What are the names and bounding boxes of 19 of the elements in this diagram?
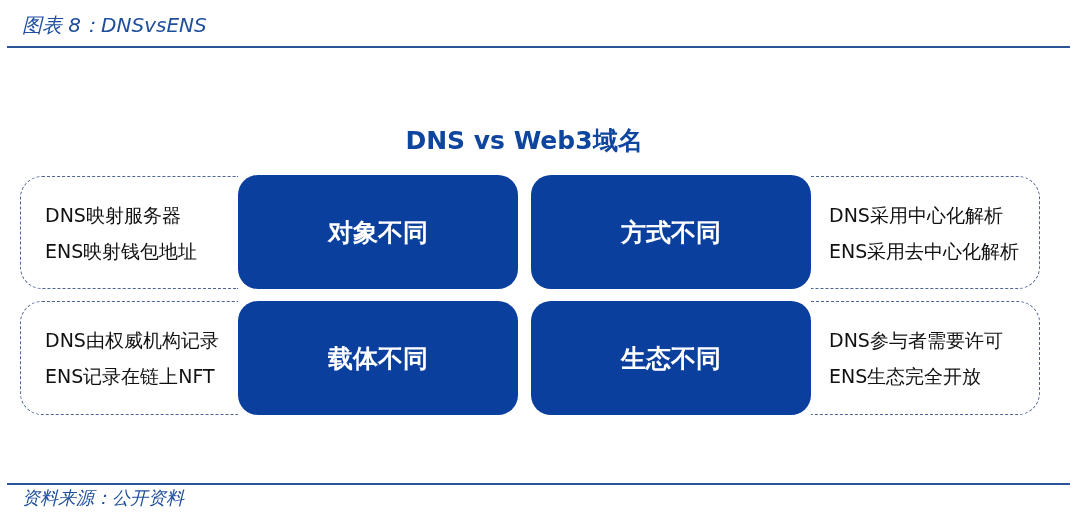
description-text: DNS映射服务器 <box>45 202 181 228</box>
description-text: DNS参与者需要许可 <box>829 328 1003 353</box>
category-box: 对象不同 <box>238 175 518 289</box>
chart-heading: DNS vs Web3域名 <box>405 125 643 157</box>
dashed-panel <box>811 176 1040 289</box>
category-box: 载体不同 <box>238 301 518 415</box>
description-text: ENS记录在链上NFT <box>45 364 215 389</box>
dashed-panel <box>811 301 1040 415</box>
figure-title: 图表 8：DNSvsENS <box>22 12 207 38</box>
source-note: 资料来源：公开资料 <box>22 487 184 509</box>
dashed-panel <box>20 176 238 289</box>
description-text: DNS由权威机构记录 <box>45 328 219 353</box>
category-box: 方式不同 <box>531 175 811 289</box>
description-text: DNS采用中心化解析 <box>829 202 1003 228</box>
category-box: 生态不同 <box>531 301 811 415</box>
description-text: ENS采用去中心化解析 <box>829 238 1020 264</box>
description-text: ENS生态完全开放 <box>829 364 982 389</box>
dashed-panel <box>20 301 238 415</box>
description-text: ENS映射钱包地址 <box>45 238 198 264</box>
